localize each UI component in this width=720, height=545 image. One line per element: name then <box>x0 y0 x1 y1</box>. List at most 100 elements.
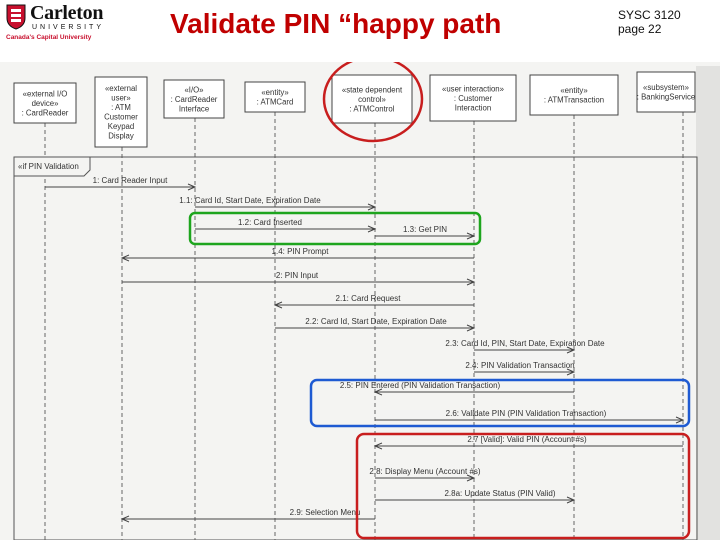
message-arrowhead <box>675 416 685 424</box>
message-8: 2.2: Card Id, Start Date, Expiration Dat… <box>275 317 476 332</box>
lifeline-box <box>636 71 696 113</box>
lifeline-4: «entity»: ATMCard <box>244 81 306 540</box>
message-arrowhead <box>187 183 197 191</box>
lifeline-box <box>163 79 225 119</box>
lifeline-label: : ATMCard <box>257 98 294 107</box>
message-label: 2: PIN Input <box>276 271 319 280</box>
slide-title: Validate PIN “happy path <box>170 8 502 39</box>
message-arrowhead <box>120 254 130 262</box>
message-arrowhead <box>120 515 130 523</box>
message-label: 1.1: Card Id, Start Date, Expiration Dat… <box>179 196 321 205</box>
message-arrowhead <box>566 346 576 354</box>
message-3: 1.2: Card Inserted <box>195 218 377 233</box>
message-2: 1.1: Card Id, Start Date, Expiration Dat… <box>179 196 377 211</box>
message-arrowhead <box>566 368 576 376</box>
message-label: 2.9: Selection Menu <box>290 508 361 517</box>
green-box-highlight <box>188 211 482 246</box>
message-label: 1.4: PIN Prompt <box>272 247 330 256</box>
message-10: 2.4: PIN Validation Transaction <box>465 361 576 376</box>
message-label: 2.8a: Update Status (PIN Valid) <box>444 489 555 498</box>
university-shield-icon <box>6 4 26 30</box>
message-15: 2.8a: Update Status (PIN Valid) <box>375 489 576 504</box>
logo-university: UNIVERSITY <box>32 24 105 31</box>
message-9: 2.3: Card Id, PIN, Start Date, Expiratio… <box>445 339 605 354</box>
lifeline-label: : CardReader <box>22 108 69 117</box>
lifeline-label: : ATM <box>111 103 131 112</box>
message-arrowhead <box>466 324 476 332</box>
scan-edge <box>696 66 720 540</box>
course-code: SYSC 3120 <box>618 8 681 22</box>
message-label: 2.7 [Valid]: Valid PIN (Account #s) <box>467 435 587 444</box>
lifeline-box <box>331 74 413 124</box>
logo-name: Carleton <box>30 2 104 24</box>
lifeline-label: «user interaction» <box>442 84 505 93</box>
message-arrowhead <box>367 203 377 211</box>
message-label: 2.1: Card Request <box>336 294 402 303</box>
message-4: 1.3: Get PIN <box>375 225 476 240</box>
carleton-logo: Carleton UNIVERSITY Canada's Capital Uni… <box>4 2 114 44</box>
lifeline-label: Keypad <box>108 122 134 131</box>
messages: 1: Card Reader Input 1.1: Card Id, Start … <box>45 176 685 523</box>
lifeline-label: Customer <box>104 113 138 122</box>
lifeline-label: «external <box>105 84 137 93</box>
message-16: 2.9: Selection Menu <box>120 508 375 523</box>
message-arrowhead <box>273 301 283 309</box>
lifeline-label: control» <box>358 95 386 104</box>
message-arrowhead <box>373 388 383 396</box>
lifeline-label: «state dependent <box>342 85 403 94</box>
lifeline-label: : BankingService <box>637 93 696 102</box>
lifeline-label: «entity» <box>261 88 289 97</box>
red-box-highlight <box>355 432 691 540</box>
fragment-label-box <box>13 156 91 177</box>
lifeline-label: : ATMControl <box>350 104 395 113</box>
lifeline-box <box>94 76 148 148</box>
message-label: 2.6: Validate PIN (PIN Validation Transa… <box>446 409 607 418</box>
message-11: 2.5: PIN Entered (PIN Validation Transac… <box>340 381 574 396</box>
lifeline-box <box>244 81 306 113</box>
lifeline-label: «I/O» <box>184 85 204 94</box>
slide-header: Carleton UNIVERSITY Canada's Capital Uni… <box>0 0 720 60</box>
lifeline-box <box>429 74 517 122</box>
message-12: 2.6: Validate PIN (PIN Validation Transa… <box>375 409 685 424</box>
lifeline-label: device» <box>32 99 60 108</box>
lifeline-label: user» <box>111 94 131 103</box>
lifeline-label: Interaction <box>455 103 491 112</box>
blue-box-highlight <box>309 378 691 428</box>
course-info: SYSC 3120 page 22 <box>618 8 681 36</box>
lifeline-label: «entity» <box>560 86 588 95</box>
message-label: 1: Card Reader Input <box>93 176 168 185</box>
lifeline-7: «entity»: ATMTransaction <box>529 74 619 540</box>
lifeline-label: : ATMTransaction <box>544 96 604 105</box>
message-arrowhead <box>367 225 377 233</box>
message-arrowhead <box>466 278 476 286</box>
message-label: 2.4: PIN Validation Transaction <box>465 361 574 370</box>
message-5: 1.4: PIN Prompt <box>120 247 474 262</box>
page-number: page 22 <box>618 22 662 36</box>
message-label: 1.2: Card Inserted <box>238 218 302 227</box>
message-1: 1: Card Reader Input <box>45 176 197 191</box>
message-label: 2.3: Card Id, PIN, Start Date, Expiratio… <box>445 339 605 348</box>
lifeline-box <box>13 82 77 124</box>
message-arrowhead <box>466 232 476 240</box>
logo-tagline: Canada's Capital University <box>6 34 92 41</box>
message-arrowhead <box>466 474 476 482</box>
message-label: 2.2: Card Id, Start Date, Expiration Dat… <box>305 317 447 326</box>
message-13: 2.7 [Valid]: Valid PIN (Account #s) <box>373 435 683 450</box>
message-14: 2.8: Display Menu (Account #s) <box>369 467 481 482</box>
message-label: 2.5: PIN Entered (PIN Validation Transac… <box>340 381 501 390</box>
lifeline-label: «external I/O <box>23 89 68 98</box>
lifeline-label: : CardReader <box>171 95 218 104</box>
lifeline-label: «subsystem» <box>643 83 690 92</box>
message-arrowhead <box>373 442 383 450</box>
fragment-label: «if PIN Validation <box>18 162 79 171</box>
message-6: 2: PIN Input <box>122 271 476 286</box>
message-arrowhead <box>566 496 576 504</box>
